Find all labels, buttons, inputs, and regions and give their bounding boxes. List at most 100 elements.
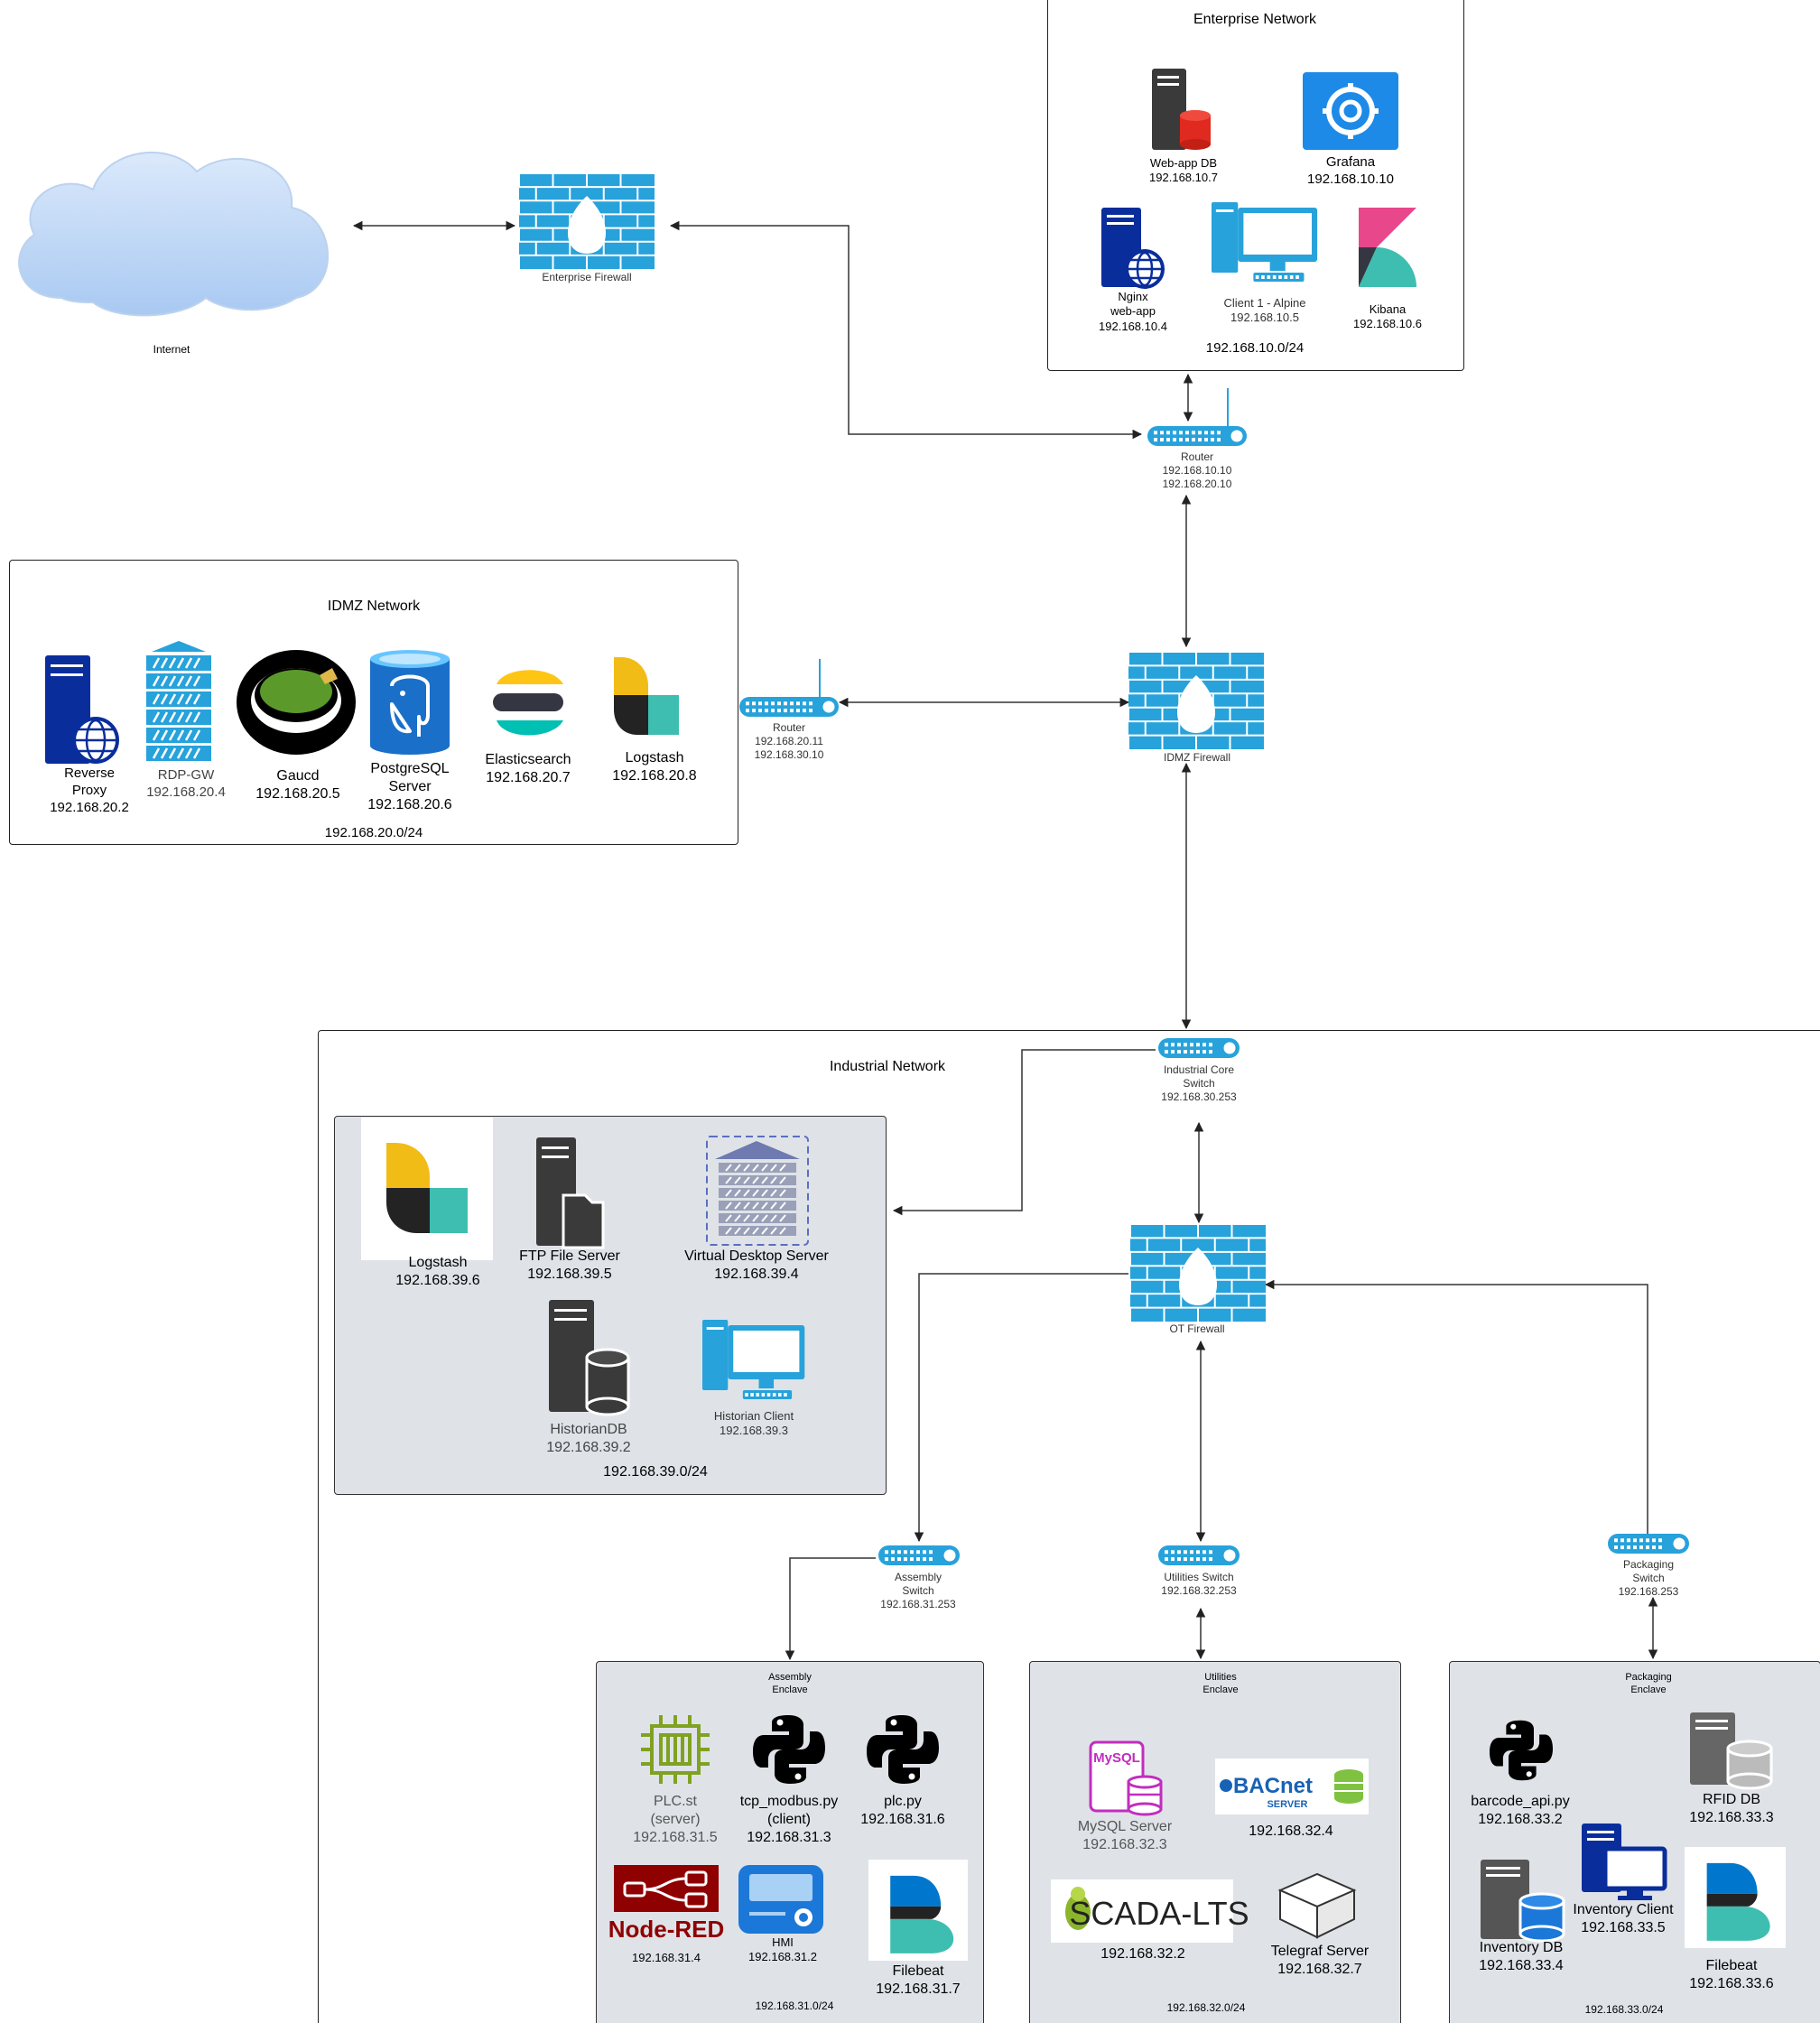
utilities-switch-label: Utilities Switch 192.168.32.253 <box>1161 1571 1237 1597</box>
switch-icon <box>1608 1534 1689 1554</box>
switch-icon <box>1158 1545 1240 1565</box>
telegraf-server-icon <box>1277 1872 1357 1939</box>
filebeat-packaging-label: Filebeat 192.168.33.6 <box>1689 1958 1774 1991</box>
tcp-modbus-label: tcp_modbus.py (client) 192.168.31.3 <box>739 1794 839 1845</box>
filebeat-icon <box>1685 1847 1786 1948</box>
client1-label: Client 1 - Alpine 192.168.10.5 <box>1223 296 1306 325</box>
inventory-client-icon <box>1582 1823 1667 1900</box>
database-server-icon <box>1690 1712 1773 1790</box>
rdp-gateway-icon <box>146 641 211 761</box>
utilities-enclave-title: Utilities Enclave <box>1202 1672 1239 1695</box>
virtual-desktop-server-icon <box>706 1136 809 1246</box>
postgresql-label: PostgreSQL Server 192.168.20.6 <box>367 761 452 812</box>
assembly-subnet: 192.168.31.0/24 <box>755 2000 834 2012</box>
postgresql-icon <box>370 650 450 755</box>
mysql-icon: MySQL <box>1089 1740 1163 1816</box>
database-server-icon <box>549 1300 630 1416</box>
enterprise-network-box <box>1047 0 1464 371</box>
proxy-server-icon <box>45 655 119 764</box>
elasticsearch-label: Elasticsearch 192.168.20.7 <box>485 752 571 785</box>
node-red-icon: Node-RED <box>608 1865 724 1943</box>
wire-otfw-assembly <box>914 1273 1128 1543</box>
internet-label: Internet <box>153 343 190 356</box>
chip-icon <box>641 1715 710 1784</box>
barcode-api-label: barcode_api.py 192.168.33.2 <box>1471 1794 1570 1827</box>
idmz-network-title: IDMZ Network <box>327 599 421 614</box>
historian-db-label: HistorianDB 192.168.39.2 <box>546 1422 631 1455</box>
ftp-server-label: FTP File Server 192.168.39.5 <box>519 1248 620 1282</box>
bacnet-server-text: SERVER <box>1267 1799 1307 1810</box>
elasticsearch-icon <box>493 670 563 736</box>
web-server-icon <box>1101 208 1165 289</box>
hmi-icon <box>738 1865 823 1934</box>
file-server-icon <box>536 1137 605 1249</box>
kibana-icon <box>1359 208 1416 287</box>
cloud-icon <box>18 152 329 317</box>
rdp-gw-label: RDP-GW 192.168.20.4 <box>146 767 226 800</box>
idmz-firewall-label: IDMZ Firewall <box>1164 751 1230 764</box>
wire-core-historian <box>892 1049 1156 1216</box>
idmz-network-box <box>9 560 738 845</box>
switch-icon <box>1158 1038 1240 1058</box>
logstash-idmz-label: Logstash 192.168.20.8 <box>612 750 697 784</box>
logstash-historian-label: Logstash 192.168.39.6 <box>395 1255 480 1288</box>
grafana-label: Grafana 192.168.10.10 <box>1307 154 1394 187</box>
reverse-proxy-label: Reverse Proxy 192.168.20.2 <box>50 766 129 815</box>
firewall-icon <box>1128 651 1264 749</box>
idmz-subnet: 192.168.20.0/24 <box>324 825 423 840</box>
scada-lts-icon: SCADA-LTS <box>1051 1879 1249 1943</box>
packaging-switch-label: Packaging Switch 192.168.253 <box>1618 1558 1679 1598</box>
router-icon <box>1147 388 1247 446</box>
bacnet-logo-text: BACnet <box>1233 1774 1313 1798</box>
python-icon <box>1490 1720 1553 1781</box>
assembly-switch-label: Assembly Switch 192.168.31.253 <box>880 1571 956 1610</box>
plc-py-label: plc.py 192.168.31.6 <box>860 1794 945 1827</box>
wire-otfw-packaging <box>1264 1279 1648 1541</box>
bacnet-label: 192.168.32.4 <box>1249 1823 1333 1839</box>
webapp-db-label: Web-app DB 192.168.10.7 <box>1149 156 1218 185</box>
database-server-icon <box>1152 69 1211 150</box>
utilities-subnet: 192.168.32.0/24 <box>1166 2001 1246 2014</box>
plc-st-label: PLC.st (server) 192.168.31.5 <box>633 1794 718 1845</box>
filebeat-icon <box>868 1860 968 1961</box>
rfid-db-label: RFID DB 192.168.33.3 <box>1689 1792 1774 1825</box>
historian-subnet: 192.168.39.0/24 <box>603 1464 708 1480</box>
enterprise-network-title: Enterprise Network <box>1193 12 1317 27</box>
python-icon <box>867 1715 939 1784</box>
grafana-icon <box>1303 72 1398 150</box>
scada-logo-text: SCADA-LTS <box>1069 1895 1249 1932</box>
inventory-client-label: Inventory Client 192.168.33.5 <box>1573 1902 1674 1935</box>
node-red-label: 192.168.31.4 <box>632 1951 701 1964</box>
gaucd-icon <box>237 650 356 755</box>
filebeat-assembly-label: Filebeat 192.168.31.7 <box>876 1963 961 1997</box>
logstash-icon <box>614 657 679 735</box>
firewall-icon <box>1129 1223 1266 1322</box>
ot-firewall-label: OT Firewall <box>1169 1322 1225 1335</box>
packaging-subnet: 192.168.33.0/24 <box>1584 2003 1664 2016</box>
hmi-label: HMI 192.168.31.2 <box>748 1935 817 1964</box>
router2-label: Router 192.168.20.11 192.168.30.10 <box>754 721 824 761</box>
workstation-icon <box>1212 202 1318 282</box>
gaucd-label: Gaucd 192.168.20.5 <box>255 768 340 802</box>
industrial-network-title: Industrial Network <box>829 1059 946 1074</box>
enterprise-subnet: 192.168.10.0/24 <box>1205 340 1305 356</box>
nginx-label: Nginx web-app 192.168.10.4 <box>1099 290 1167 333</box>
inventory-db-label: Inventory DB 192.168.33.4 <box>1479 1940 1564 1973</box>
assembly-enclave-title: Assembly Enclave <box>768 1672 812 1695</box>
wire-assembly-enclave <box>785 1557 876 1661</box>
packaging-enclave-title: Packaging Enclave <box>1625 1672 1672 1695</box>
scada-label: 192.168.32.2 <box>1100 1946 1185 1962</box>
python-icon <box>753 1715 825 1784</box>
mysql-logo-text: MySQL <box>1093 1750 1140 1766</box>
historian-client-label: Historian Client 192.168.39.3 <box>713 1409 794 1438</box>
utilities-enclave-box <box>1029 1661 1401 2023</box>
firewall-icon <box>518 172 655 269</box>
kibana-label: Kibana 192.168.10.6 <box>1353 302 1422 331</box>
router-icon <box>739 659 839 717</box>
workstation-icon <box>702 1320 805 1399</box>
mysql-label: MySQL Server 192.168.32.3 <box>1077 1819 1173 1852</box>
core-switch-label: Industrial Core Switch 192.168.30.253 <box>1161 1063 1237 1103</box>
database-server-icon <box>1481 1860 1565 1943</box>
